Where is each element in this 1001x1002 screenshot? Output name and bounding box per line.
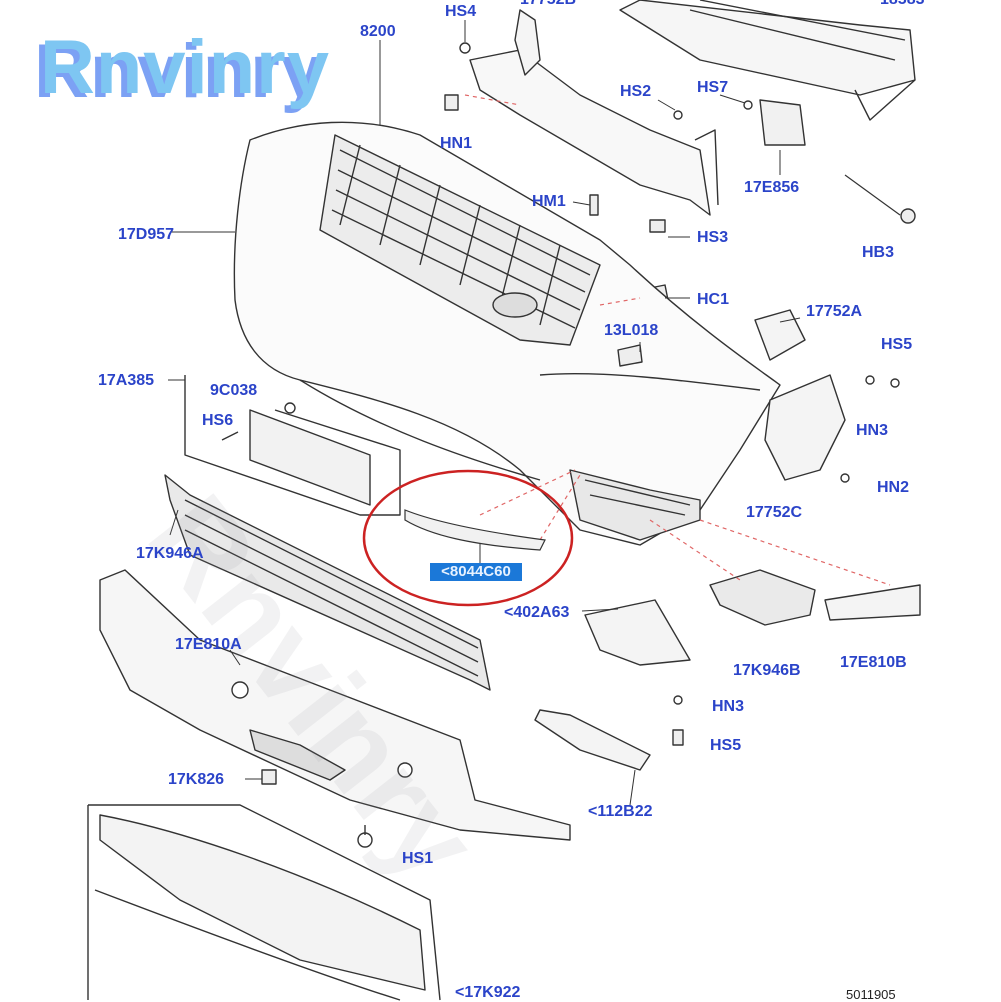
washer-jet-13l018 xyxy=(617,344,643,367)
part-label: HS5 xyxy=(710,737,742,754)
bracket-17752a xyxy=(754,309,806,361)
part-label: 9C038 xyxy=(210,382,258,399)
bumper-beam xyxy=(619,0,916,121)
part-label: 17E810B xyxy=(840,654,907,671)
part-label: HB3 xyxy=(862,244,895,261)
part-label: HS5 xyxy=(881,336,913,353)
part-label: 13L018 xyxy=(604,322,659,339)
trim-112b22 xyxy=(534,709,651,771)
fastener-hs1 xyxy=(357,825,373,848)
part-label: HS7 xyxy=(697,79,729,96)
part-label: HC1 xyxy=(697,291,730,308)
bracket-17752c xyxy=(764,374,900,483)
part-label: 17752B xyxy=(520,0,576,8)
part-label: <402A63 xyxy=(504,604,570,621)
license-plate-box xyxy=(184,375,401,516)
part-label: 17A385 xyxy=(98,372,155,389)
part-label: HS3 xyxy=(697,229,729,246)
part-label: HN1 xyxy=(440,135,473,152)
trim-17e810b xyxy=(824,584,921,621)
part-label: HS6 xyxy=(202,412,234,429)
bracket-402a63 xyxy=(584,599,691,746)
part-label: 17K946A xyxy=(136,545,204,562)
part-label: HN2 xyxy=(877,479,910,496)
fastener-17k826 xyxy=(261,769,277,785)
bolt-hb3 xyxy=(844,174,916,224)
part-label: 18583 xyxy=(880,0,925,8)
leader-lines xyxy=(168,20,801,806)
part-label: 17D957 xyxy=(118,226,175,243)
part-label: 17K826 xyxy=(168,771,225,788)
grille xyxy=(319,134,601,346)
highlighted-part-label: <8044C60 xyxy=(430,563,522,581)
part-label: 17K946B xyxy=(733,662,801,679)
document-number: 5011905 xyxy=(846,987,896,1002)
part-label: HM1 xyxy=(532,193,566,210)
part-label: 8200 xyxy=(360,23,396,40)
lower-grille xyxy=(164,474,491,691)
part-label: 17752A xyxy=(806,303,863,320)
skid-plate-box xyxy=(87,804,441,1001)
part-label: HN3 xyxy=(856,422,889,439)
part-label: 17E810A xyxy=(175,636,242,653)
part-label: HN3 xyxy=(712,698,745,715)
watermark-logo: Rnvinry xyxy=(40,25,330,110)
part-label: 17752C xyxy=(746,504,803,521)
projection-lines xyxy=(464,94,891,586)
undertray xyxy=(99,569,571,841)
part-label: <112B22 xyxy=(588,803,653,820)
part-label: HS2 xyxy=(620,83,652,100)
highlight-circle xyxy=(362,469,574,607)
part-label: HS4 xyxy=(445,3,477,20)
lamp-bezel-17k946b xyxy=(709,569,816,626)
part-label: HS1 xyxy=(402,850,434,867)
part-label: <17K922 xyxy=(455,984,521,1001)
upper-bracket xyxy=(469,9,719,216)
part-label: 17E856 xyxy=(744,179,800,196)
